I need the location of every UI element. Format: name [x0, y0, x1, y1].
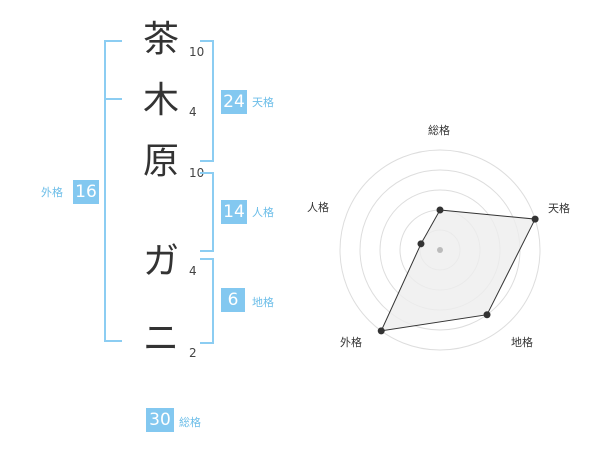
radar-axis-label-gaikaku: 外格: [340, 336, 362, 349]
radar-point-5: [417, 240, 425, 248]
stroke-count-5: 2: [189, 346, 197, 360]
radar-point-1: [436, 206, 444, 214]
gaikaku-label: 外格: [41, 186, 63, 199]
chikaku-badge: 6: [221, 288, 245, 312]
stroke-count-4: 4: [189, 264, 197, 278]
radar-axis-label-soukaku: 総格: [428, 124, 450, 137]
radar-axis-label-jinkaku: 人格: [307, 201, 329, 214]
radar-axis-label-tenkaku: 天格: [548, 202, 570, 215]
chikaku-label: 地格: [252, 296, 274, 309]
name-char-2: 木: [142, 80, 179, 121]
tenkaku-bracket: [200, 40, 214, 162]
gaikaku-bracket-tick: [104, 98, 122, 100]
name-char-5: ニ: [142, 318, 179, 359]
chikaku-bracket: [200, 258, 214, 344]
jinkaku-badge: 14: [221, 200, 247, 224]
radar-point-3: [483, 311, 491, 319]
stroke-count-1: 10: [189, 45, 205, 59]
jinkaku-label: 人格: [252, 206, 274, 219]
jinkaku-bracket: [200, 172, 214, 252]
name-char-3: 原: [142, 141, 179, 182]
soukaku-badge: 30: [146, 408, 174, 432]
radar-point-2: [531, 215, 539, 223]
gaikaku-badge: 16: [73, 180, 99, 204]
radar-value-polygon: [380, 209, 536, 332]
radar-axis-label-chikaku: 地格: [511, 336, 533, 349]
tenkaku-badge: 24: [221, 90, 247, 114]
stroke-count-3: 10: [189, 166, 205, 180]
radar-center-dot: [437, 247, 443, 253]
radar-point-4: [377, 327, 385, 335]
radar-points: [377, 206, 539, 335]
name-char-4: ガ: [142, 241, 179, 282]
name-char-1: 茶: [142, 19, 179, 60]
gaikaku-bracket: [104, 40, 122, 342]
radar-grid-ring-5: [339, 149, 541, 351]
tenkaku-label: 天格: [252, 96, 274, 109]
stroke-count-2: 4: [189, 105, 197, 119]
radar-chart: [339, 149, 541, 351]
soukaku-label: 総格: [179, 416, 201, 429]
